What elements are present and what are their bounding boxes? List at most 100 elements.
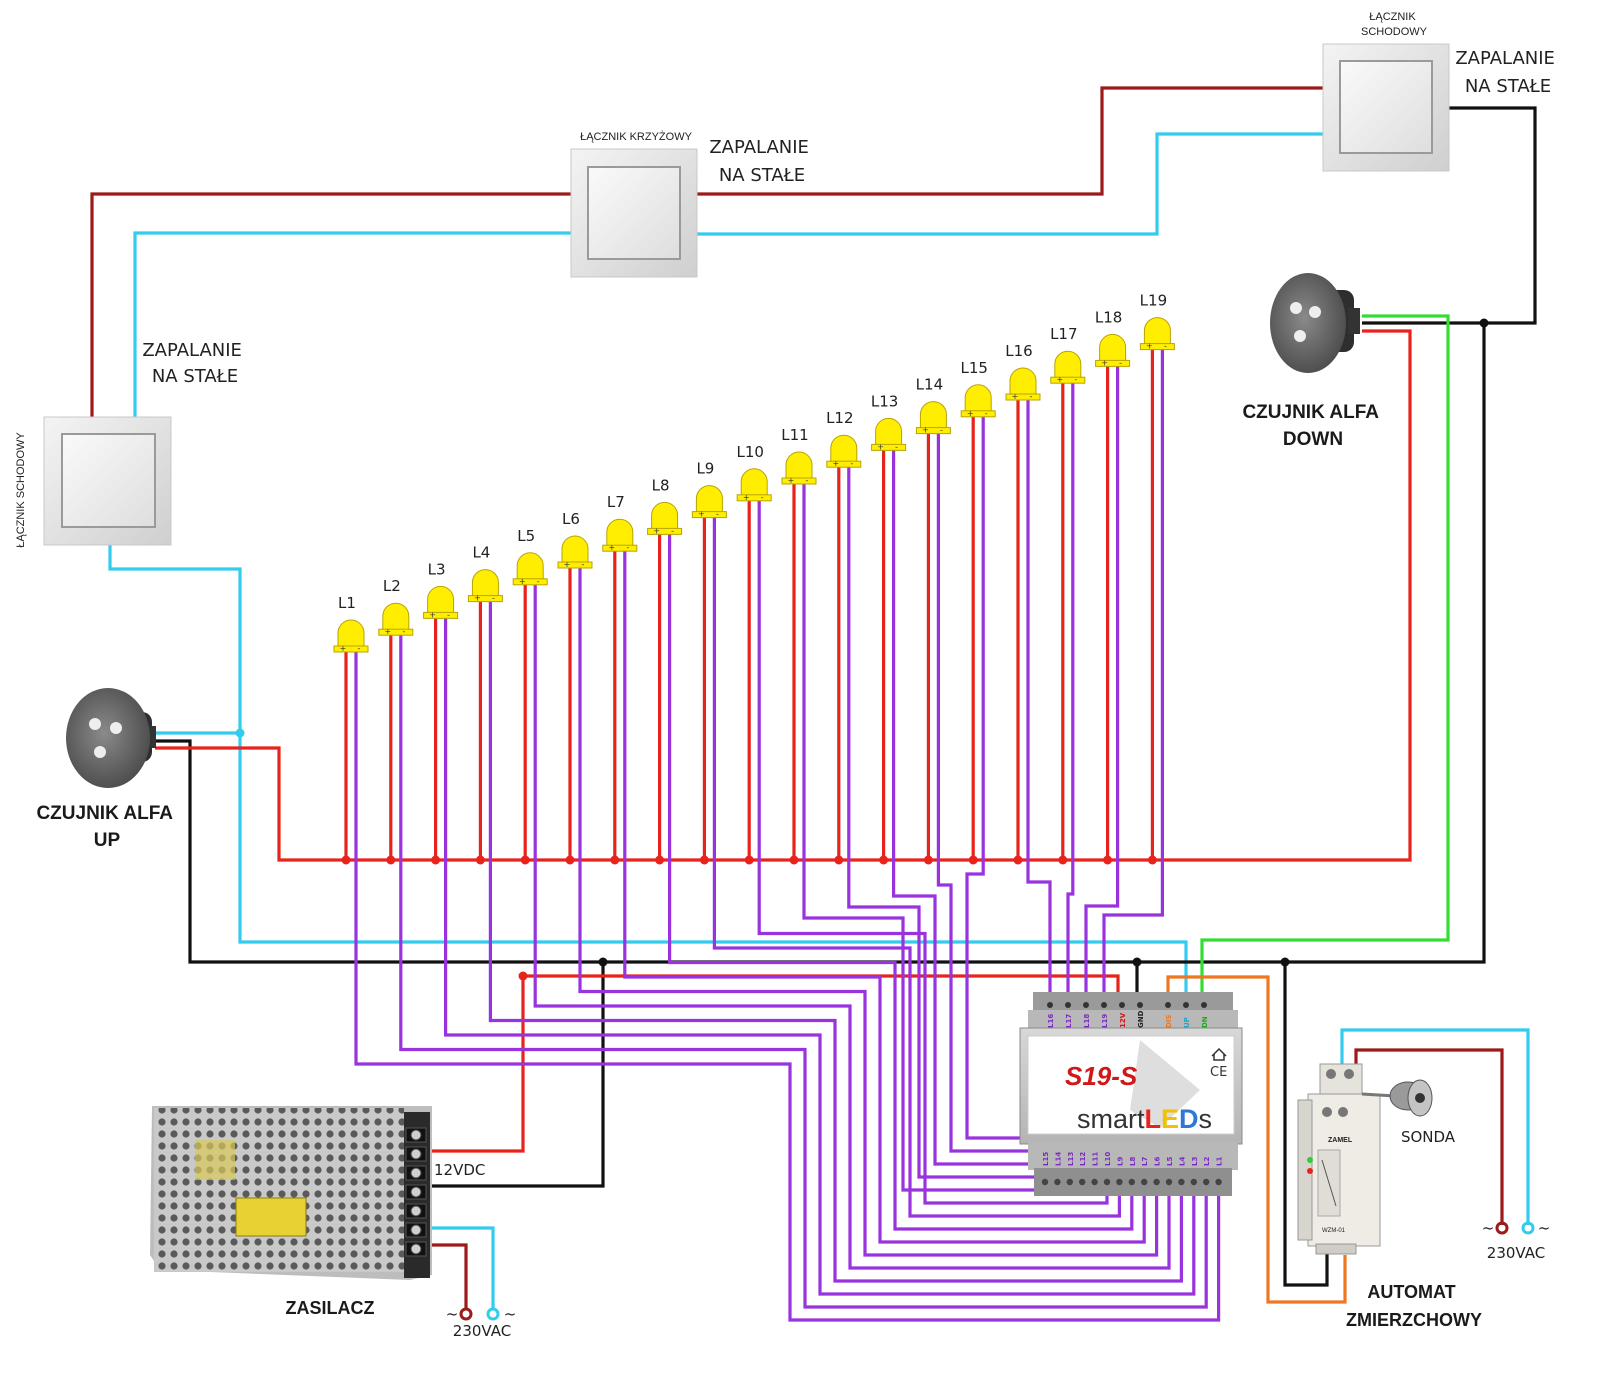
- svg-text:+: +: [967, 409, 974, 418]
- svg-text:+: +: [653, 526, 660, 535]
- home-icon: [1211, 1047, 1227, 1061]
- label-sonda: SONDA: [1401, 1128, 1456, 1146]
- led-purple-leg: [578, 566, 1159, 1257]
- svg-text:-: -: [402, 627, 405, 636]
- wire-dark-red-switch: [90, 192, 584, 420]
- bus-junction-dot: [879, 855, 889, 865]
- twilight-mains-terminals: ~ ~: [1482, 1219, 1551, 1237]
- label-12vdc: 12VDC: [434, 1161, 485, 1179]
- svg-text:+: +: [1101, 358, 1108, 367]
- svg-text:-: -: [761, 493, 764, 502]
- terminal-label: L13: [1067, 1152, 1075, 1166]
- wire-orange: [1166, 975, 1347, 1304]
- power-supply: [150, 1106, 432, 1280]
- wire-cyan-switch-2: [695, 132, 1336, 236]
- svg-text:-: -: [806, 476, 809, 485]
- terminal-label: DIS: [1165, 1015, 1173, 1028]
- svg-text:-: -: [716, 510, 719, 519]
- led-label: L4: [472, 544, 490, 562]
- svg-text:-: -: [1030, 392, 1033, 401]
- led-label: L9: [696, 460, 714, 478]
- terminal-label: L8: [1129, 1157, 1137, 1166]
- led-l5: +-: [512, 552, 548, 586]
- terminal-label: L16: [1047, 1014, 1055, 1028]
- led-l13: +-: [871, 417, 907, 451]
- svg-text:-: -: [1074, 375, 1077, 384]
- led-l6: +-: [557, 535, 593, 569]
- svg-text:-: -: [358, 644, 361, 653]
- wire-psu-cyan: [420, 1226, 495, 1310]
- led-l11: +-: [781, 451, 817, 485]
- led-purple-leg: [399, 633, 1208, 1309]
- terminal-label: L10: [1104, 1152, 1112, 1166]
- wire-red-bus: [155, 329, 1412, 862]
- led-label: L14: [916, 376, 943, 394]
- svg-text:-: -: [626, 543, 629, 552]
- led-purple-leg: [488, 599, 1184, 1283]
- bus-junction-dot: [1013, 855, 1023, 865]
- bus-junction-dot: [744, 855, 754, 865]
- led-label: L17: [1050, 325, 1077, 343]
- wire-cyan-dis: [108, 530, 1188, 1000]
- terminal-label: L15: [1042, 1152, 1050, 1166]
- terminal-label: L6: [1154, 1157, 1162, 1166]
- svg-text:-: -: [1164, 342, 1167, 351]
- annotation-zapalanie-right: ZAPALANIE NA STAŁE: [1455, 48, 1560, 97]
- svg-text:~: ~: [1538, 1219, 1551, 1237]
- wire-cyan-switch: [133, 231, 584, 420]
- led-label: L1: [338, 594, 356, 612]
- svg-text:-: -: [582, 560, 585, 569]
- svg-text:+: +: [922, 426, 929, 435]
- annotation-zapalanie-middle: ZAPALANIE NA STAŁE: [709, 137, 814, 186]
- led-purple-leg: [623, 549, 1146, 1244]
- led-purple-leg: [1084, 364, 1120, 1000]
- led-purple-leg: [667, 532, 1134, 1231]
- led-label: L3: [428, 560, 446, 578]
- svg-text:~: ~: [504, 1305, 517, 1323]
- psu-terminal-strip: [405, 1127, 427, 1257]
- led-l9: +-: [691, 485, 727, 519]
- led-label: L18: [1095, 308, 1122, 326]
- led-purple-leg: [712, 515, 1122, 1218]
- wire-twilight-cyan: [1340, 1028, 1530, 1225]
- bus-junction-dots: [341, 855, 1157, 865]
- led-l8: +-: [647, 501, 683, 535]
- svg-text:-: -: [850, 459, 853, 468]
- label-lacznik-schodowy-right: ŁĄCZNIK SCHODOWY: [1361, 11, 1428, 38]
- bus-junction-dot: [1147, 855, 1157, 865]
- terminal-label: L1: [1216, 1157, 1224, 1166]
- led-l10: +-: [736, 468, 772, 502]
- svg-text:+: +: [1012, 392, 1019, 401]
- svg-text:+: +: [698, 510, 705, 519]
- svg-text:~: ~: [1482, 1219, 1495, 1237]
- switch-schodowy-right: [1322, 43, 1450, 172]
- controller-brand: smartLEDs: [1077, 1104, 1212, 1134]
- svg-text:-: -: [985, 409, 988, 418]
- label-twilight-230vac: 230VAC: [1487, 1244, 1545, 1262]
- led-label: L7: [607, 493, 625, 511]
- bus-junction-dot: [386, 855, 396, 865]
- svg-text:+: +: [340, 644, 347, 653]
- terminal-label: 12V: [1119, 1012, 1127, 1028]
- label-lacznik-krzyzowy: ŁĄCZNIK KRZYŻOWY: [580, 130, 693, 143]
- led-label: L12: [826, 409, 853, 427]
- led-l7: +-: [602, 518, 638, 552]
- bus-junction-dot: [475, 855, 485, 865]
- svg-text:-: -: [671, 526, 674, 535]
- label-czujnik-down: CZUJNIK ALFA DOWN: [1242, 402, 1383, 450]
- controller-ce-mark: CE: [1210, 1065, 1227, 1080]
- svg-text:+: +: [877, 442, 884, 451]
- svg-text:+: +: [788, 476, 795, 485]
- bus-junction-dot: [1103, 855, 1113, 865]
- switch-schodowy-left: [43, 416, 172, 546]
- wire-psu-dark-red: [420, 1243, 468, 1310]
- bus-junction-dot: [1058, 855, 1068, 865]
- twilight-switch: [1297, 1063, 1433, 1255]
- svg-text:-: -: [1119, 358, 1122, 367]
- led-label: L5: [517, 527, 535, 545]
- controller-model: S19-S: [1065, 1061, 1138, 1091]
- led-label: L2: [383, 577, 401, 595]
